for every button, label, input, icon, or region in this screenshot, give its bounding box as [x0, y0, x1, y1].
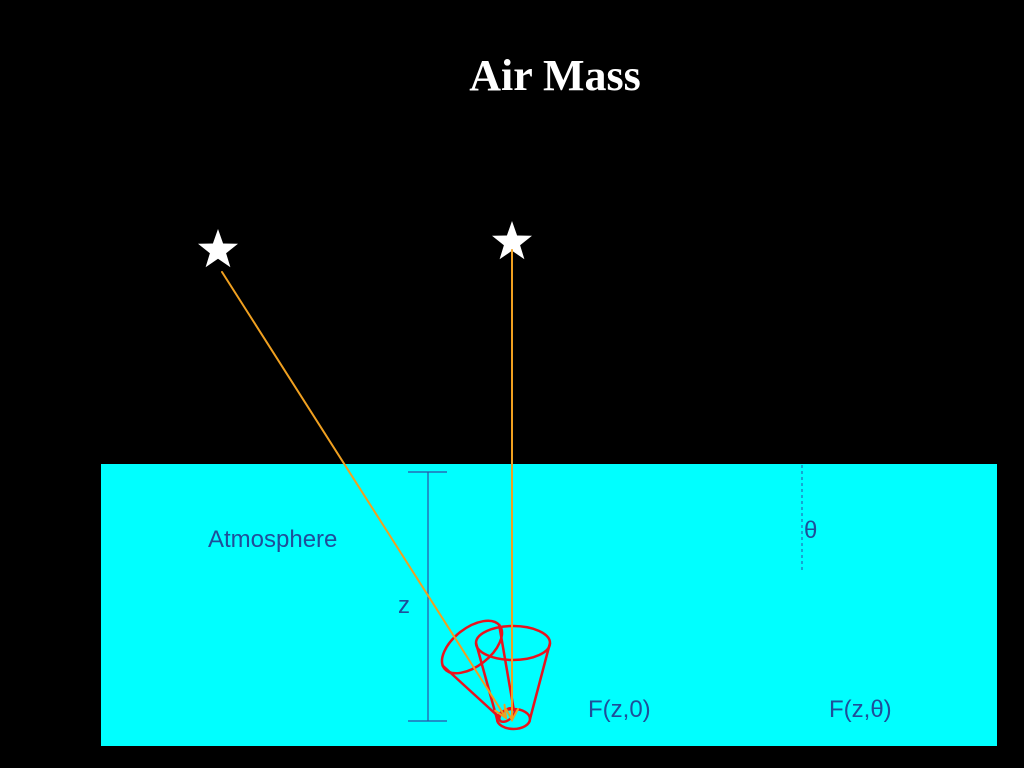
atmosphere-layer	[101, 464, 997, 746]
z-label: z	[398, 592, 410, 619]
slant-ray	[221, 271, 507, 719]
light-rays	[221, 249, 519, 723]
theta-label: θ	[804, 517, 818, 544]
atmosphere-label: Atmosphere	[208, 526, 338, 553]
star-icon	[198, 229, 238, 268]
slant-ray-arrowhead	[494, 703, 508, 721]
flux-zenith-label: F(z,0)	[588, 696, 651, 723]
star-icon	[492, 221, 532, 260]
flux-angle-label: F(z,θ)	[829, 696, 892, 723]
zenith-ray-arrowhead	[505, 708, 519, 723]
slide-title: Air Mass	[469, 51, 641, 100]
